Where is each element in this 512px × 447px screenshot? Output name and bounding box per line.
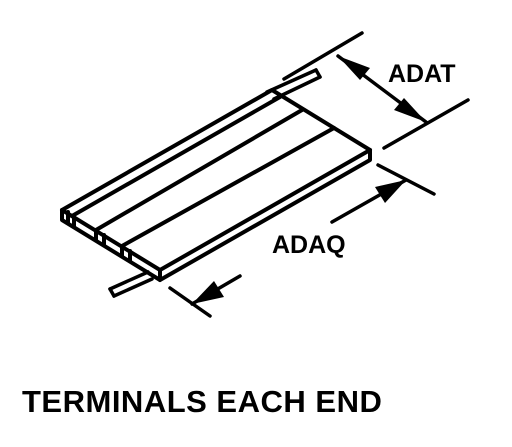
length-dimension-label: ADAQ	[272, 231, 346, 259]
width-dimension	[282, 31, 470, 150]
length-arrow-head-right	[375, 180, 406, 203]
caption: TERMINALS EACH END	[22, 384, 383, 419]
width-arrow-head-top	[338, 56, 370, 80]
length-arrow-head-left	[192, 281, 224, 304]
component-body	[60, 88, 372, 282]
front-terminal-lead	[108, 270, 154, 298]
width-arrow-head-bottom	[394, 98, 426, 122]
width-dimension-label: ADAT	[388, 60, 456, 88]
